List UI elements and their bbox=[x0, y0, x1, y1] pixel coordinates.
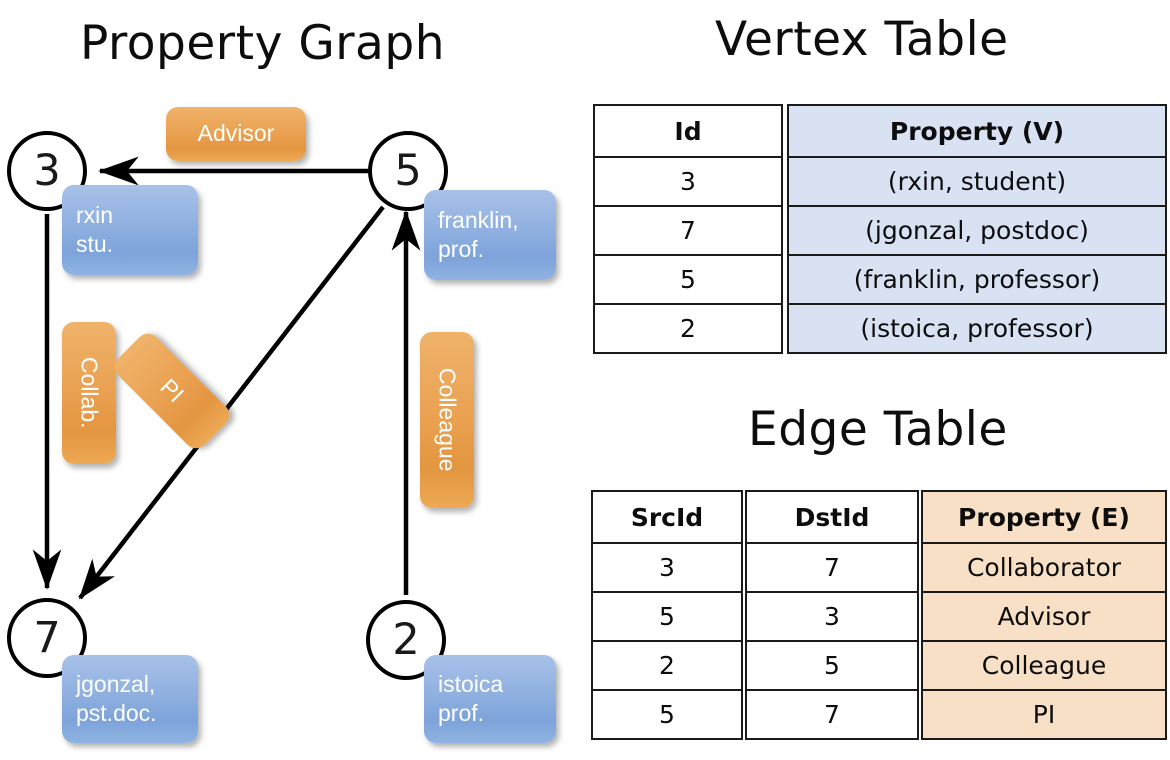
table-row: 5 bbox=[591, 689, 743, 740]
node-chip-istoica[interactable]: istoica prof. bbox=[424, 655, 556, 743]
edge-chip-advisor-label: Advisor bbox=[197, 120, 275, 147]
table-row: 7 bbox=[745, 689, 919, 740]
page-title-property-graph: Property Graph bbox=[80, 16, 445, 71]
table-row: (jgonzal, postdoc) bbox=[787, 205, 1167, 256]
edge-dst-cell: 5 bbox=[745, 640, 919, 691]
node-chip-istoica-label: istoica prof. bbox=[438, 670, 504, 726]
vertex-table-id-column: Id 3 7 5 2 bbox=[593, 104, 783, 354]
edge-chip-collab-label: Collab. bbox=[76, 357, 103, 429]
table-row: 3 bbox=[593, 156, 783, 207]
edge-header-srcid: SrcId bbox=[591, 490, 743, 544]
table-header-row: Property (E) bbox=[921, 490, 1167, 544]
table-row: 5 bbox=[591, 591, 743, 642]
edge-chip-colleague[interactable]: Colleague bbox=[420, 332, 474, 508]
table-row: (franklin, professor) bbox=[787, 254, 1167, 305]
edge-table-dstid-column: DstId 7 3 5 7 bbox=[745, 490, 919, 740]
table-row: 2 bbox=[593, 303, 783, 354]
table-row: Collaborator bbox=[921, 542, 1167, 593]
edge-header-property: Property (E) bbox=[921, 490, 1167, 544]
edge-dst-cell: 3 bbox=[745, 591, 919, 642]
table-row: 3 bbox=[591, 542, 743, 593]
table-row: 3 bbox=[745, 591, 919, 642]
edge-table-srcid-column: SrcId 3 5 2 5 bbox=[591, 490, 743, 740]
edge-dst-cell: 7 bbox=[745, 542, 919, 593]
table-header-row: SrcId bbox=[591, 490, 743, 544]
edge-header-dstid: DstId bbox=[745, 490, 919, 544]
page-title-edge-table: Edge Table bbox=[748, 402, 1008, 457]
node-chip-franklin-label: franklin, prof. bbox=[438, 206, 519, 262]
table-header-row: DstId bbox=[745, 490, 919, 544]
edge-property-cell: Colleague bbox=[921, 640, 1167, 691]
table-row: 2 bbox=[591, 640, 743, 691]
graph-node-2[interactable]: 2 bbox=[366, 600, 446, 680]
edge-src-cell: 3 bbox=[591, 542, 743, 593]
table-row: 5 bbox=[745, 640, 919, 691]
edge-chip-advisor[interactable]: Advisor bbox=[166, 107, 306, 161]
edge-table-property-column: Property (E) Collaborator Advisor Collea… bbox=[921, 490, 1167, 740]
table-header-row: Property (V) bbox=[787, 104, 1167, 158]
vertex-property-cell: (jgonzal, postdoc) bbox=[787, 205, 1167, 256]
vertex-id-cell: 2 bbox=[593, 303, 783, 354]
vertex-table-property-column: Property (V) (rxin, student) (jgonzal, p… bbox=[787, 104, 1167, 354]
table-row: Advisor bbox=[921, 591, 1167, 642]
vertex-property-cell: (franklin, professor) bbox=[787, 254, 1167, 305]
vertex-property-cell: (rxin, student) bbox=[787, 156, 1167, 207]
vertex-id-cell: 7 bbox=[593, 205, 783, 256]
vertex-header-id: Id bbox=[593, 104, 783, 158]
graph-node-5[interactable]: 5 bbox=[368, 131, 448, 211]
table-row: (rxin, student) bbox=[787, 156, 1167, 207]
edge-dst-cell: 7 bbox=[745, 689, 919, 740]
vertex-property-cell: (istoica, professor) bbox=[787, 303, 1167, 354]
table-row: PI bbox=[921, 689, 1167, 740]
table-row: Colleague bbox=[921, 640, 1167, 691]
vertex-id-cell: 3 bbox=[593, 156, 783, 207]
edge-src-cell: 5 bbox=[591, 591, 743, 642]
table-row: (istoica, professor) bbox=[787, 303, 1167, 354]
vertex-header-property: Property (V) bbox=[787, 104, 1167, 158]
node-chip-rxin[interactable]: rxin stu. bbox=[62, 185, 198, 275]
edge-src-cell: 2 bbox=[591, 640, 743, 691]
edge-src-cell: 5 bbox=[591, 689, 743, 740]
edge-property-cell: PI bbox=[921, 689, 1167, 740]
node-chip-jgonzal-label: jgonzal, pst.doc. bbox=[76, 670, 157, 726]
edge-chip-pi-label: PI bbox=[155, 373, 190, 408]
node-chip-rxin-label: rxin stu. bbox=[76, 201, 114, 257]
graph-edges-svg bbox=[32, 156, 421, 600]
edge-chip-collab[interactable]: Collab. bbox=[62, 322, 116, 464]
node-chip-jgonzal[interactable]: jgonzal, pst.doc. bbox=[62, 655, 198, 743]
vertex-id-cell: 5 bbox=[593, 254, 783, 305]
property-graph-diagram: 3 5 7 2 rxin stu. franklin, prof. jgonza… bbox=[7, 107, 556, 743]
table-header-row: Id bbox=[593, 104, 783, 158]
edge-property-cell: Advisor bbox=[921, 591, 1167, 642]
table-row: 7 bbox=[593, 205, 783, 256]
edge-property-cell: Collaborator bbox=[921, 542, 1167, 593]
table-row: 5 bbox=[593, 254, 783, 305]
page-title-vertex-table: Vertex Table bbox=[715, 12, 1009, 67]
table-row: 7 bbox=[745, 542, 919, 593]
edge-chip-colleague-label: Colleague bbox=[434, 368, 461, 472]
edge-5-to-7 bbox=[78, 205, 385, 600]
node-chip-franklin[interactable]: franklin, prof. bbox=[424, 190, 556, 280]
